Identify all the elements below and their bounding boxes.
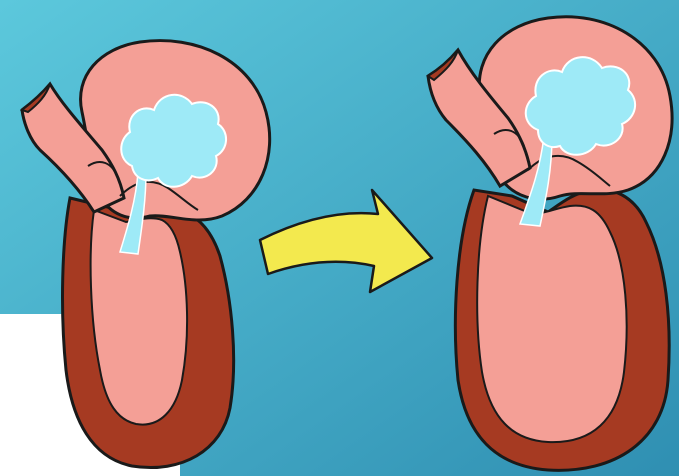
- ventricle-chamber-after: [477, 196, 626, 442]
- heart-after-illustration: [428, 17, 672, 471]
